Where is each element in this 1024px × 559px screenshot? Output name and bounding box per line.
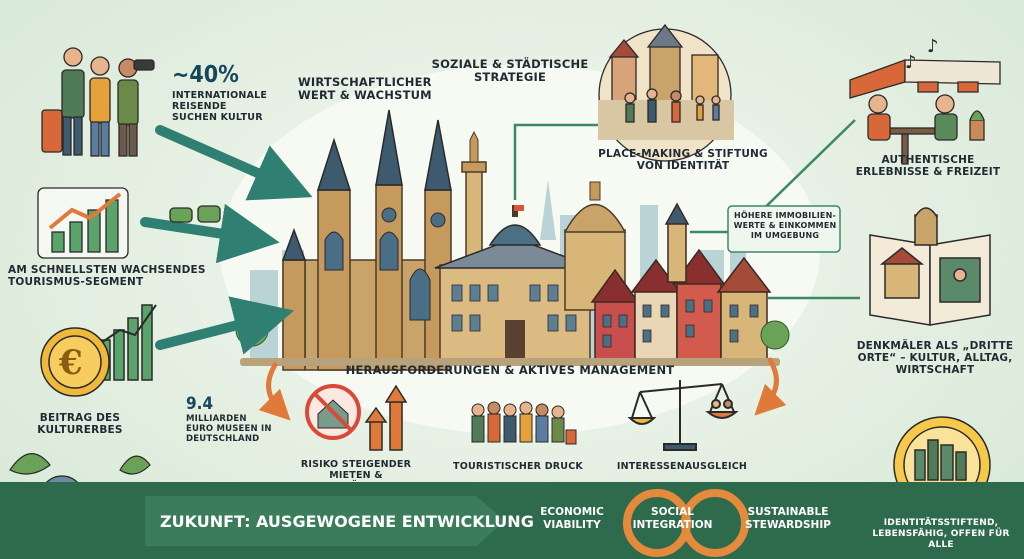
authentic-experiences-label: Authentische Erlebnisse & Freizeit [855, 154, 1001, 178]
economic-flow-arrows [140, 125, 313, 355]
vision-statement: Identitätsstiftend, lebensfähig, offen f… [872, 518, 1010, 550]
challenge-arrows [258, 357, 787, 421]
placemaking-illustration [598, 23, 734, 162]
main-illustration: ♪ ♪ [9, 23, 1001, 482]
pillar-social: Social Integration [632, 506, 713, 531]
museums-stat-value: 9.4 [186, 394, 214, 414]
cafe-illustration [849, 59, 1001, 165]
tourist-crowd-icon [471, 401, 577, 445]
tourists-illustration [41, 47, 155, 157]
half-timbered-houses [590, 202, 772, 361]
property-callout-box [727, 205, 841, 253]
tourists-stat-value: ~40% [172, 62, 239, 88]
sun-city-badge [893, 416, 991, 482]
euro-icon: € [59, 343, 83, 383]
gears-leaves-decoration [9, 453, 151, 482]
growth-chart-icon [37, 187, 221, 259]
rent-risk-icon [305, 384, 408, 451]
challenges-title: Herausforderungen & aktives Management [345, 363, 675, 377]
balance-scale-icon [627, 380, 739, 451]
tree-right [760, 320, 790, 350]
footer-title-ribbon [145, 496, 505, 546]
stewardship-ring [681, 489, 749, 557]
social-section-title: Soziale & städtische Strategie [431, 57, 589, 84]
tourists-stat-label: Internationale Reisende suchen Kultur [172, 90, 268, 123]
property-values-label: Höhere Immobilien-werte & Einkommen im U… [733, 211, 837, 240]
tourist-pressure-label: Touristischer Druck [453, 461, 583, 472]
pillar-economic: Economic Viability [540, 506, 604, 531]
placemaking-label: Place-Making & Stiftung von Identität [598, 148, 768, 172]
footer-title: Zukunft: Ausgewogene Entwicklung [160, 512, 534, 531]
ground-line [240, 358, 780, 366]
fastest-segment-label: Am schnellsten wachsendes Tourismus-Segm… [8, 264, 206, 288]
pillars-rings [623, 489, 749, 557]
balance-label: Interessenausgleich [616, 461, 748, 472]
open-book-illustration [869, 207, 991, 326]
economic-section-title: Wirtschaftlicher Wert & Wachstum [298, 75, 432, 102]
footer-banner: Zukunft: Ausgewogene Entwicklung Economi… [0, 482, 1024, 559]
music-notes-decoration: ♪ ♪ [905, 36, 939, 73]
heritage-contribution-label: Beitrag des Kulturerbes [37, 412, 123, 436]
svg-text:♪: ♪ [905, 52, 917, 73]
svg-text:♪: ♪ [927, 36, 939, 57]
pillar-stewardship: Sustainable Stewardship [745, 506, 831, 531]
museums-stat-label: Milliarden Euro Museen in Deutschland [186, 414, 272, 444]
euro-coin-icon [40, 304, 157, 397]
connector-lines [513, 119, 860, 300]
third-places-label: Denkmäler als „Dritte Orte“ – Kultur, Al… [856, 340, 1014, 376]
